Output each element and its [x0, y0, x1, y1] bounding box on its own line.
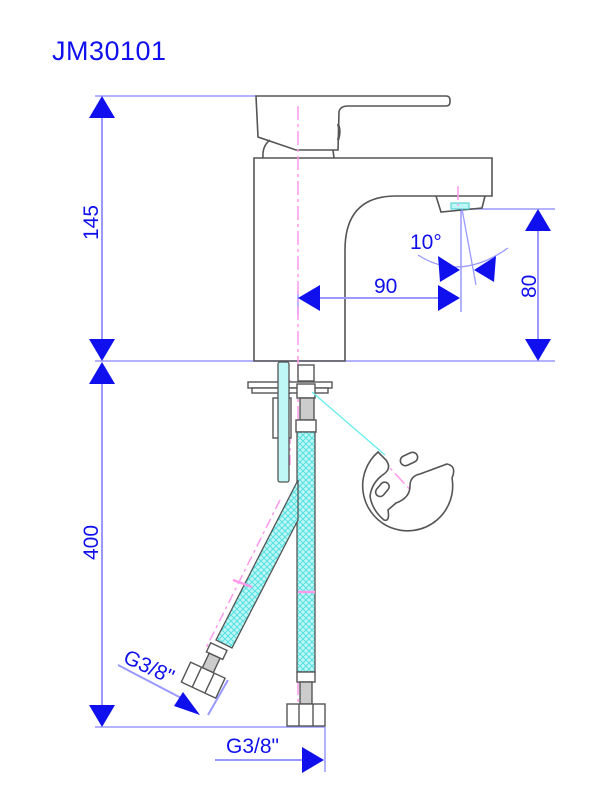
dimension-arrows: [89, 96, 551, 773]
dim-body-height: 145: [80, 205, 103, 240]
mounting-clip: [361, 450, 455, 532]
dim-hose-length: 400: [80, 525, 103, 560]
inlet-tube: [277, 361, 290, 483]
braided-hoses: [215, 431, 316, 673]
model-number-title: JM30101: [52, 36, 167, 66]
dim-spout-clearance: 80: [518, 275, 541, 298]
spray-lines: [417, 208, 509, 286]
dim-thread-angled: G3/8": [120, 646, 178, 689]
faucet-body: [253, 95, 493, 362]
hose-fittings: [180, 641, 326, 727]
dimension-lines: [101, 110, 539, 761]
dim-spout-reach: 90: [374, 275, 397, 298]
mounting-hardware: [247, 364, 386, 456]
dim-thread-straight: G3/8": [226, 735, 279, 758]
dim-spray-angle: 10°: [410, 231, 442, 254]
